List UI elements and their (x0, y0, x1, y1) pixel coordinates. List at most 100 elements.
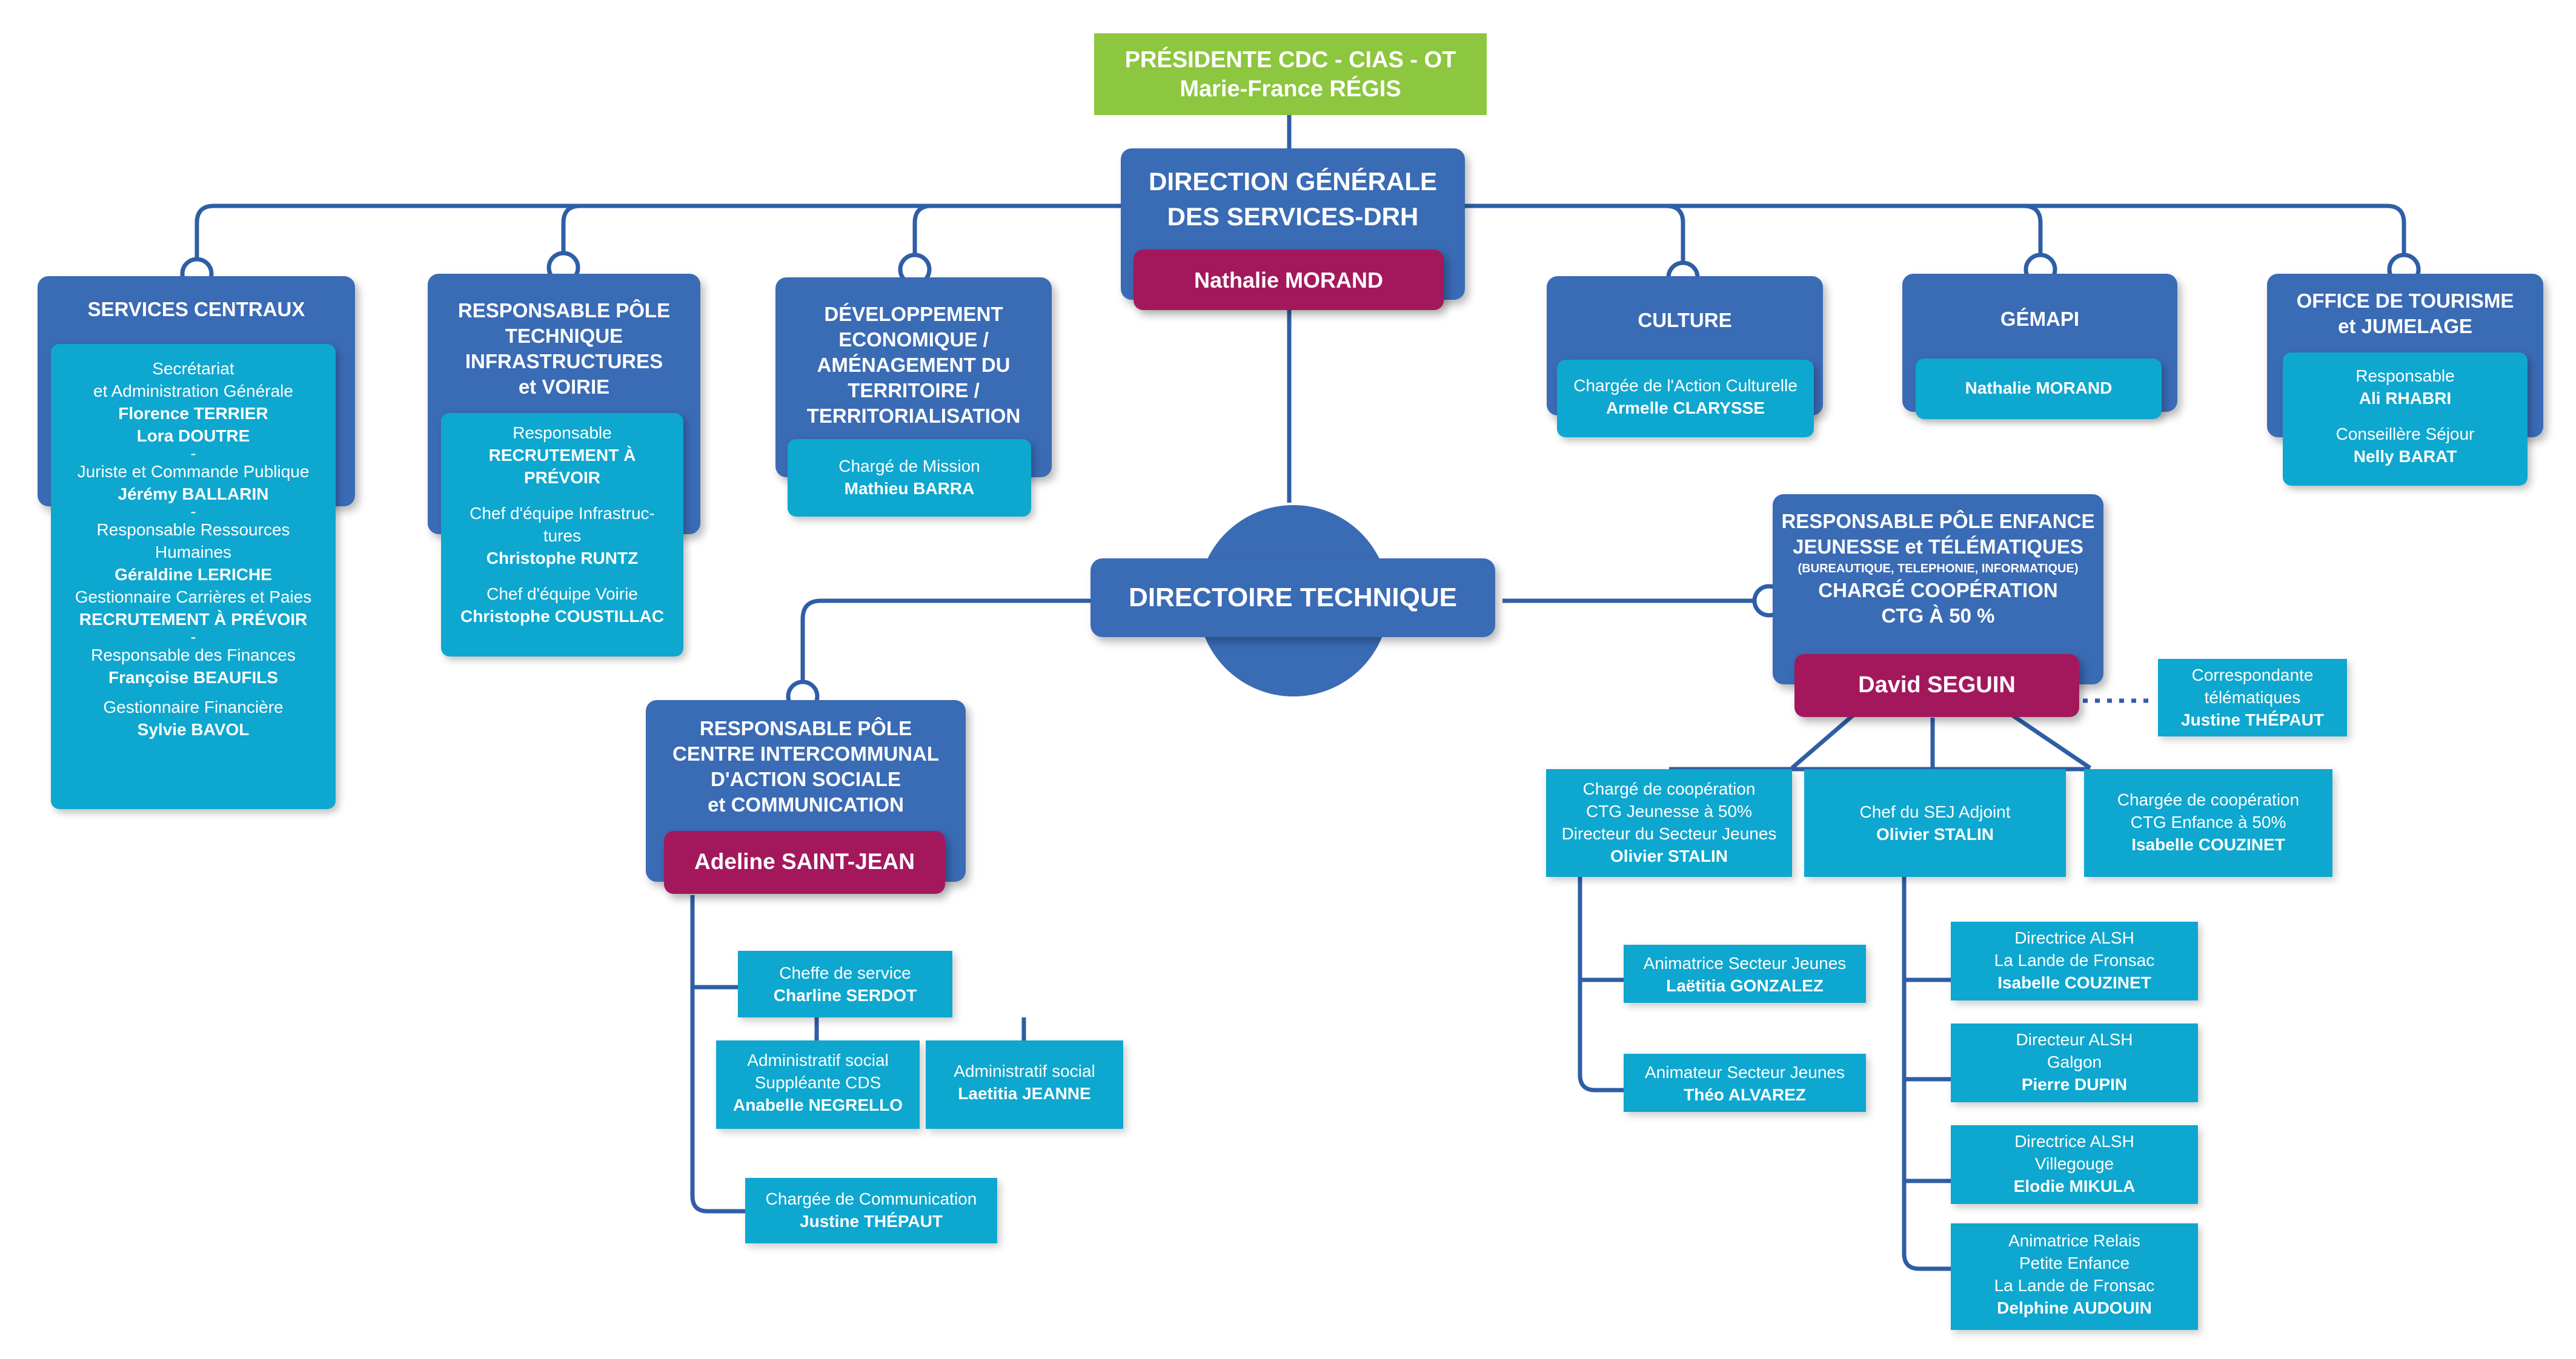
staff-label: Conseillère Séjour (2335, 425, 2475, 443)
directoire-box: DIRECTOIRE TECHNIQUE (1090, 558, 1495, 637)
dgs-name-badge: Nathalie MORAND (1134, 250, 1444, 310)
enfance-name: David SEGUIN (1858, 672, 2016, 698)
staff-label: Responsable (513, 423, 612, 442)
cias-name-badge: Adeline SAINT-JEAN (664, 831, 945, 894)
animatrice-box: Animatrice Secteur Jeunes Laëtitia GONZA… (1624, 945, 1866, 1003)
correspondante-box: Correspondante télématiques Justine THÉP… (2158, 659, 2347, 736)
staff-name: Nathalie MORAND (1965, 379, 2113, 397)
staff-name: Jérémy BALLARIN (118, 484, 269, 503)
staff-label: Chargé de Mission (838, 457, 980, 475)
relais-box: Animatrice Relais Petite Enfance La Land… (1951, 1223, 2198, 1330)
staff-name: Anabelle NEGRELLO (732, 1096, 903, 1114)
coop-enfance-box: Chargée de coopération CTG Enfance à 50%… (2084, 769, 2332, 877)
staff-label: télématiques (2204, 688, 2301, 707)
staff-label: Juriste et Commande Publique (77, 462, 310, 481)
gemapi-title: GÉMAPI (2000, 308, 2080, 330)
staff-label: La Lande de Fronsac (1994, 1276, 2155, 1295)
staff-name: Théo ALVAREZ (1684, 1085, 1806, 1104)
staff-label: Chargée de Communication (765, 1189, 977, 1208)
culture-staff: Chargée de l'Action Culturelle Armelle C… (1557, 360, 1814, 437)
dev-title-3: AMÉNAGEMENT DU (817, 354, 1011, 376)
infra-title-2: TECHNIQUE (505, 325, 623, 347)
enfance-box: RESPONSABLE PÔLE ENFANCE JEUNESSE et TÉL… (1773, 494, 2103, 684)
dev-title-5: TERRITORIALISATION (806, 405, 1021, 427)
infra-title-4: et VOIRIE (518, 375, 610, 398)
staff-label: Animatrice Secteur Jeunes (1643, 954, 1847, 973)
staff-name: Justine THÉPAUT (2181, 710, 2324, 729)
staff-name: RECRUTEMENT À (488, 446, 636, 465)
staff-label: Petite Enfance (2019, 1254, 2130, 1272)
staff-label: Directrice ALSH (2014, 1132, 2134, 1151)
alsh-villegouge-box: Directrice ALSH Villegouge Elodie MIKULA (1951, 1125, 2198, 1204)
cias-name: Adeline SAINT-JEAN (694, 849, 915, 874)
cias-title-1: RESPONSABLE PÔLE (699, 717, 912, 739)
staff-label: Administratif social (747, 1051, 889, 1070)
staff-name: Laetitia JEANNE (958, 1084, 1091, 1103)
staff-name: Florence TERRIER (118, 404, 268, 423)
infra-title-1: RESPONSABLE PÔLE (457, 299, 671, 322)
staff-name: Ali RHABRI (2359, 389, 2452, 408)
separator: - (190, 627, 196, 646)
staff-label: Secrétariat (152, 359, 234, 378)
dev-title-4: TERRITOIRE / (848, 379, 980, 402)
staff-name: Delphine AUDOUIN (1997, 1298, 2152, 1317)
dgs-title-1: DIRECTION GÉNÉRALE (1148, 167, 1438, 196)
enfance-name-badge: David SEGUIN (1794, 654, 2079, 717)
gemapi-staff: Nathalie MORAND (1916, 359, 2162, 419)
sej-adjoint-box: Chef du SEJ Adjoint Olivier STALIN (1804, 769, 2066, 877)
animateur-box: Animateur Secteur Jeunes Théo ALVAREZ (1624, 1054, 1866, 1112)
staff-name: Christophe COUSTILLAC (460, 607, 664, 626)
staff-label: Gestionnaire Carrières et Paies (75, 587, 312, 606)
separator: - (190, 444, 196, 463)
staff-name: Justine THÉPAUT (800, 1212, 943, 1231)
infrastructures-staff: Responsable RECRUTEMENT À PRÉVOIR Chef d… (441, 413, 683, 656)
communication-box: Chargée de Communication Justine THÉPAUT (745, 1178, 997, 1243)
staff-name: Olivier STALIN (1876, 825, 1994, 844)
enfance-title-2: JEUNESSE et TÉLÉMATIQUES (1793, 535, 2083, 558)
staff-name: Olivier STALIN (1610, 847, 1728, 865)
staff-label: Correspondante (2191, 666, 2314, 684)
cias-title-4: et COMMUNICATION (708, 793, 904, 816)
staff-label: Suppléante CDS (754, 1073, 881, 1092)
staff-name: Mathieu BARRA (844, 479, 975, 498)
dgs-name: Nathalie MORAND (1193, 268, 1384, 293)
tourisme-title-2: et JUMELAGE (2338, 315, 2472, 337)
alsh-lande-box: Directrice ALSH La Lande de Fronsac Isab… (1951, 922, 2198, 1000)
staff-name: Isabelle COUZINET (1997, 973, 2151, 992)
staff-name: RECRUTEMENT À PRÉVOIR (79, 610, 308, 629)
staff-name: PRÉVOIR (523, 468, 601, 487)
staff-label: Directeur ALSH (2016, 1030, 2133, 1049)
dgs-title-2: DES SERVICES-DRH (1167, 202, 1419, 231)
staff-label: Chef du SEJ Adjoint (1859, 802, 2011, 821)
staff-label: Galgon (2047, 1053, 2102, 1071)
admin-jeanne-box: Administratif social Laetitia JEANNE (926, 1040, 1123, 1129)
staff-name: Charline SERDOT (773, 986, 917, 1005)
services-centraux-title: SERVICES CENTRAUX (87, 298, 305, 320)
president-name: Marie-France RÉGIS (1180, 76, 1401, 102)
staff-label: Chargé de coopération (1582, 779, 1756, 798)
staff-name: Armelle CLARYSSE (1606, 398, 1765, 417)
staff-name: Nelly BARAT (2353, 447, 2457, 466)
enfance-subtitle: (BUREAUTIQUE, TELEPHONIE, INFORMATIQUE) (1798, 562, 2079, 575)
staff-label: Directeur du Secteur Jeunes (1561, 824, 1777, 843)
staff-label: CTG Enfance à 50% (2130, 813, 2286, 832)
staff-label: Gestionnaire Financière (103, 698, 284, 716)
cias-title-3: D'ACTION SOCIALE (710, 768, 901, 790)
staff-label: Animateur Secteur Jeunes (1645, 1063, 1845, 1082)
staff-name: Christophe RUNTZ (486, 549, 639, 567)
staff-name: Pierre DUPIN (2021, 1075, 2128, 1094)
dev-title-1: DÉVELOPPEMENT (824, 303, 1003, 325)
coop-jeunesse-box: Chargé de coopération CTG Jeunesse à 50%… (1546, 769, 1792, 877)
staff-name: Isabelle COUZINET (2131, 835, 2285, 854)
staff-label: Responsable Ressources (96, 520, 290, 539)
staff-label: Chef d'équipe Voirie (486, 584, 638, 603)
staff-name: Sylvie BAVOL (137, 720, 250, 739)
tourisme-title-1: OFFICE DE TOURISME (2296, 289, 2514, 312)
cheffe-box: Cheffe de service Charline SERDOT (738, 951, 952, 1017)
staff-label: Villegouge (2034, 1154, 2114, 1173)
separator: - (190, 502, 196, 521)
culture-title: CULTURE (1638, 309, 1732, 331)
alsh-galgon-box: Directeur ALSH Galgon Pierre DUPIN (1951, 1023, 2198, 1102)
directoire-title: DIRECTOIRE TECHNIQUE (1129, 583, 1457, 612)
staff-name: Lora DOUTRE (136, 426, 250, 445)
